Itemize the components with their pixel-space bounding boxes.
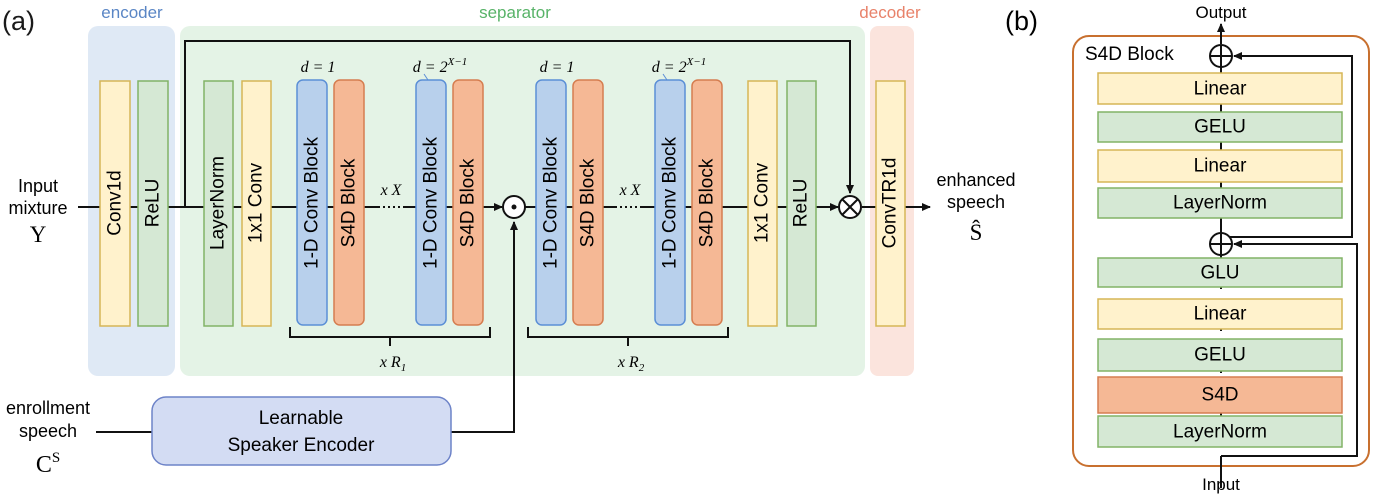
b-layer-gelu-top <box>1097 111 1343 143</box>
s4d-block-1b <box>452 79 484 326</box>
conv-block-2a <box>535 79 567 326</box>
layernorm-block <box>203 80 234 327</box>
brace-r2 <box>527 327 729 346</box>
encoder-relu-block <box>137 80 169 327</box>
enrollment-symbol: CS <box>36 450 60 478</box>
speaker-encoder-block <box>151 396 452 466</box>
conv1x1-out-block <box>747 80 778 327</box>
conv-block-2b <box>654 79 686 326</box>
enrollment-line2: speech <box>19 421 77 441</box>
s4d-block-2b-label: S4D Block <box>697 158 718 247</box>
conv-block-1a <box>296 79 328 326</box>
conv1x1-out-label: 1x1 Conv <box>752 162 773 243</box>
repeat-r1-label: x R1 <box>379 354 406 374</box>
conv1x1-in-label: 1x1 Conv <box>246 162 267 243</box>
panel-b-output-label: Output <box>1195 3 1246 22</box>
s4d-block-1b-label: S4D Block <box>458 158 479 247</box>
enrollment-line1: enrollment <box>6 398 90 418</box>
s4d-block-2a <box>572 79 604 326</box>
conv1x1-in-block <box>241 80 272 327</box>
b-layer-gelu-bottom <box>1097 338 1343 372</box>
output-line1: enhanced <box>936 170 1015 190</box>
input-line1: Input <box>18 176 58 196</box>
b-layer-glu-label: GLU <box>1200 263 1239 284</box>
repeat-x-label-1: x X <box>380 182 403 199</box>
dilation-first-2: d = 1 <box>540 59 575 76</box>
panel-b-title: S4D Block <box>1085 44 1174 65</box>
encoder-title: encoder <box>101 3 163 22</box>
dilation-last-1: d = 2X−1 <box>413 56 467 76</box>
brace-r1 <box>289 327 491 346</box>
b-layer-layernorm-bottom <box>1097 415 1343 448</box>
svg-text:d = 2X−1: d = 2X−1 <box>652 56 706 76</box>
conv1d-block <box>99 80 131 327</box>
conv1d-label: Conv1d <box>105 170 126 236</box>
b-layer-layernorm-top <box>1097 187 1343 219</box>
layernorm-label: LayerNorm <box>208 156 229 250</box>
b-layer-glu <box>1097 257 1343 288</box>
output-relu-block <box>786 80 817 327</box>
b-layer-s4d-label: S4D <box>1202 385 1239 406</box>
repeat-r2-label: x R2 <box>617 354 645 374</box>
s4d-block-1a <box>333 79 365 326</box>
b-layer-linear-bottom-label: Linear <box>1194 304 1247 325</box>
b-layer-linear-top <box>1097 72 1343 105</box>
speaker-encoder-line2: Speaker Encoder <box>228 435 375 456</box>
dilation-last-2: d = 2X−1 <box>652 56 706 76</box>
b-layer-s4d <box>1097 376 1343 414</box>
input-line2: mixture <box>8 198 67 218</box>
encoder-relu-label: ReLU <box>143 179 164 228</box>
panel-b-input-label: Input <box>1202 475 1240 494</box>
convtr1d-block <box>875 80 906 327</box>
b-layer-linear-bottom <box>1097 298 1343 330</box>
svg-text:d = 2X−1: d = 2X−1 <box>413 56 467 76</box>
s4d-block-2b <box>691 79 723 326</box>
s4d-block-1a-label: S4D Block <box>339 158 360 247</box>
separator-title: separator <box>479 3 551 22</box>
output-relu-label: ReLU <box>791 179 812 228</box>
conv-block-2b-label: 1-D Conv Block <box>660 137 681 269</box>
b-layer-gelu-top-label: GELU <box>1194 117 1246 138</box>
b-layer-layernorm-top-label: LayerNorm <box>1173 193 1267 214</box>
b-layer-linear-mid <box>1097 149 1343 183</box>
repeat-x-label-2: x X <box>619 182 642 199</box>
b-layer-layernorm-bottom-label: LayerNorm <box>1173 422 1267 443</box>
speaker-encoder-line1: Learnable <box>259 408 344 429</box>
panel-a-label: (a) <box>2 6 35 36</box>
conv-block-1a-label: 1-D Conv Block <box>302 137 323 269</box>
s4d-block-2a-label: S4D Block <box>578 158 599 247</box>
convtr1d-label: ConvTR1d <box>880 158 901 249</box>
output-line2: speech <box>947 192 1005 212</box>
b-layer-gelu-bottom-label: GELU <box>1194 345 1246 366</box>
panel-b-label: (b) <box>1005 6 1038 36</box>
b-layer-linear-top-label: Linear <box>1194 79 1247 100</box>
dilation-first-1: d = 1 <box>301 59 336 76</box>
decoder-title: decoder <box>859 3 921 22</box>
conv-block-2a-label: 1-D Conv Block <box>541 137 562 269</box>
input-symbol: Y <box>30 222 47 247</box>
conv-block-1b-label: 1-D Conv Block <box>421 137 442 269</box>
b-layer-linear-mid-label: Linear <box>1194 156 1247 177</box>
output-symbol: Ŝ <box>970 219 983 245</box>
conv-block-1b <box>415 79 447 326</box>
